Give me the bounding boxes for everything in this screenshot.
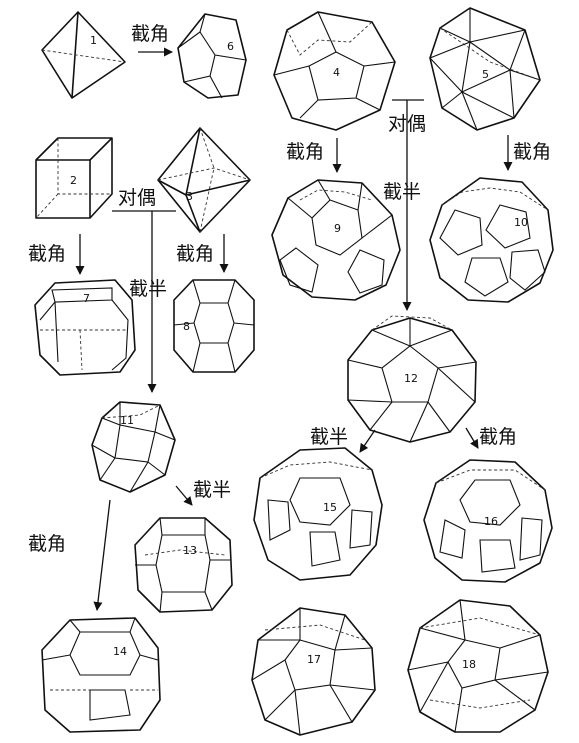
solid-3-octahedron: 3 [157, 127, 251, 233]
label-half: 截半 [310, 426, 348, 448]
solid-15-rhombicosidodecahedron: 15 [253, 447, 383, 581]
label-dual: 对偶 [118, 187, 156, 209]
solid-4-dodecahedron: 4 [273, 11, 396, 131]
solid-10-truncated-icosahedron: 10 [429, 177, 554, 303]
solid-number: 18 [462, 658, 476, 671]
label-truncate: 截角 [286, 141, 324, 163]
label-half: 截半 [193, 479, 231, 501]
solid-number: 12 [404, 372, 418, 385]
solid-number: 17 [307, 653, 321, 666]
solid-number: 8 [183, 320, 190, 333]
solid-number: 5 [482, 68, 489, 81]
solid-number: 14 [113, 645, 127, 658]
solid-number: 6 [227, 40, 234, 53]
arrow-11-to-14 [93, 499, 111, 611]
solid-9-truncated-dodecahedron: 9 [271, 179, 401, 301]
solid-number: 9 [334, 222, 341, 235]
solid-5-icosahedron: 5 [429, 7, 541, 131]
solid-14-truncated-cuboctahedron: 14 [41, 617, 161, 733]
label-truncate: 截角 [479, 426, 517, 448]
arrow-12-to-16 [465, 427, 479, 449]
solid-18-snub-dodecahedron: 18 [407, 599, 549, 733]
solid-1-tetrahedron: 1 [41, 11, 126, 99]
solid-number: 10 [514, 216, 528, 229]
arrow-11-to-13 [175, 485, 193, 506]
solid-number: 1 [90, 34, 97, 47]
arrow-12-to-15 [359, 429, 376, 453]
label-truncate: 截角 [176, 243, 214, 265]
solid-17-snub-cube: 17 [251, 607, 376, 736]
solid-6-truncated-tetrahedron: 6 [177, 13, 247, 99]
solid-13-rhombicuboctahedron: 13 [134, 517, 233, 613]
solid-number: 4 [333, 66, 340, 79]
label-truncate: 截角 [131, 23, 169, 45]
label-truncate: 截角 [28, 533, 66, 555]
solid-11-cuboctahedron: 11 [91, 401, 176, 493]
solid-number: 16 [484, 515, 498, 528]
solid-2-cube: 2 [35, 137, 113, 219]
label-truncate: 截角 [513, 141, 551, 163]
label-half: 截半 [129, 278, 167, 300]
solid-7-truncated-cube: 7 [34, 279, 136, 376]
solid-number: 13 [183, 544, 197, 557]
solid-number: 11 [120, 414, 134, 427]
solid-number: 7 [83, 292, 90, 305]
solid-number: 2 [70, 174, 77, 187]
solid-8-truncated-octahedron: 8 [173, 279, 255, 373]
solid-number: 15 [323, 501, 337, 514]
solid-12-icosidodecahedron: 12 [347, 315, 477, 443]
label-truncate: 截角 [28, 243, 66, 265]
solid-16-truncated-icosidodecahedron: 16 [423, 459, 553, 583]
solid-number: 3 [186, 190, 193, 203]
label-half: 截半 [383, 181, 421, 203]
